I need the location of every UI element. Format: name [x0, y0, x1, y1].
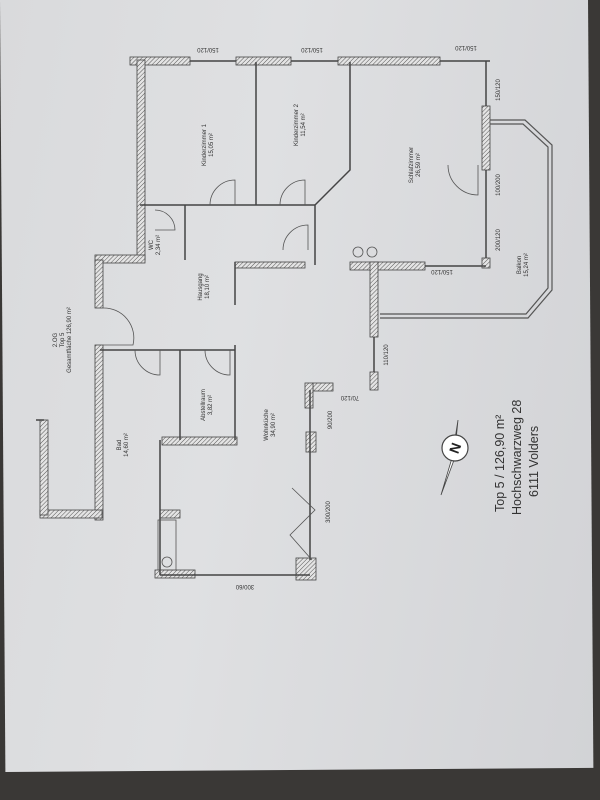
- room-area: 2,34 m²: [156, 235, 162, 255]
- window-label: 300/60: [235, 583, 254, 589]
- window-labels: 150/120 150/120 150/120 150/120 100/200 …: [197, 44, 503, 589]
- walls: [39, 56, 491, 581]
- svg-text:WC2,34 m²: WC2,34 m²: [149, 235, 162, 255]
- room-area: 26,59 m²: [416, 153, 422, 177]
- room-area: 11,54 m²: [301, 113, 307, 136]
- svg-text:2.OGTop 5Gesamtfläche 126,90 m: 2.OGTop 5Gesamtfläche 126,90 m²: [53, 307, 73, 373]
- title-line-3: 6111 Volders: [527, 426, 541, 497]
- room-name: Balkon: [517, 256, 523, 274]
- compass-icon: N: [440, 419, 469, 496]
- room-area: 14,60 m²: [124, 433, 130, 457]
- room-name: Wohnküche: [264, 409, 270, 441]
- title-line-2: Hochschwarzweg 28: [510, 400, 524, 515]
- room-area: 15,05 m²: [209, 133, 215, 157]
- room-area: 15,24 m²: [524, 253, 530, 277]
- window-label: 110/120: [384, 344, 390, 366]
- svg-text:Bad14,60 m²: Bad14,60 m²: [117, 433, 130, 457]
- room-area: 34,90 m²: [271, 413, 277, 437]
- unit-label: Top 5: [60, 332, 66, 347]
- window-label: 300/200: [326, 501, 332, 523]
- room-name: Abstellraum: [201, 389, 207, 421]
- room-name: Bad: [117, 440, 123, 451]
- window-label: 150/120: [431, 268, 453, 274]
- svg-text:Schlafzimmer26,59 m²: Schlafzimmer26,59 m²: [409, 147, 422, 183]
- room-area: 3,82 m²: [208, 395, 214, 415]
- window-label: 150/120: [197, 46, 219, 52]
- room-name: Kinderzimmer 2: [294, 103, 300, 146]
- window-label: 150/120: [301, 46, 323, 52]
- room-area: 18,10 m²: [205, 275, 211, 299]
- balcony-outline: [380, 119, 553, 319]
- floor-label: 2.OG: [53, 333, 59, 348]
- window-label: 90/200: [328, 410, 334, 429]
- window-label: 150/120: [496, 79, 502, 101]
- window-label: 150/120: [455, 44, 477, 50]
- svg-text:Kinderzimmer 115,05 m²: Kinderzimmer 115,05 m²: [202, 123, 215, 166]
- total-area: Gesamtfläche 126,90 m²: [67, 307, 73, 373]
- svg-text:Kinderzimmer 211,54 m²: Kinderzimmer 211,54 m²: [294, 103, 307, 146]
- svg-text:Abstellraum3,82 m²: Abstellraum3,82 m²: [201, 389, 214, 421]
- window-label: 100/200: [496, 174, 502, 196]
- title-line-1: Top 5 / 126,90 m²: [493, 415, 507, 512]
- svg-text:Balkon15,24 m²: Balkon15,24 m²: [517, 253, 530, 277]
- doors: [102, 164, 479, 571]
- room-name: Schlafzimmer: [409, 147, 415, 183]
- room-name: Hausgang: [198, 273, 204, 300]
- window-label: 70/120: [340, 394, 359, 400]
- room-name: Kinderzimmer 1: [202, 123, 208, 166]
- window-label: 200/120: [496, 229, 502, 251]
- svg-text:Hausgang18,10 m²: Hausgang18,10 m²: [198, 273, 211, 300]
- partitions: [36, 60, 490, 576]
- room-name: WC: [149, 239, 155, 250]
- svg-text:Wohnküche34,90 m²: Wohnküche34,90 m²: [264, 409, 277, 441]
